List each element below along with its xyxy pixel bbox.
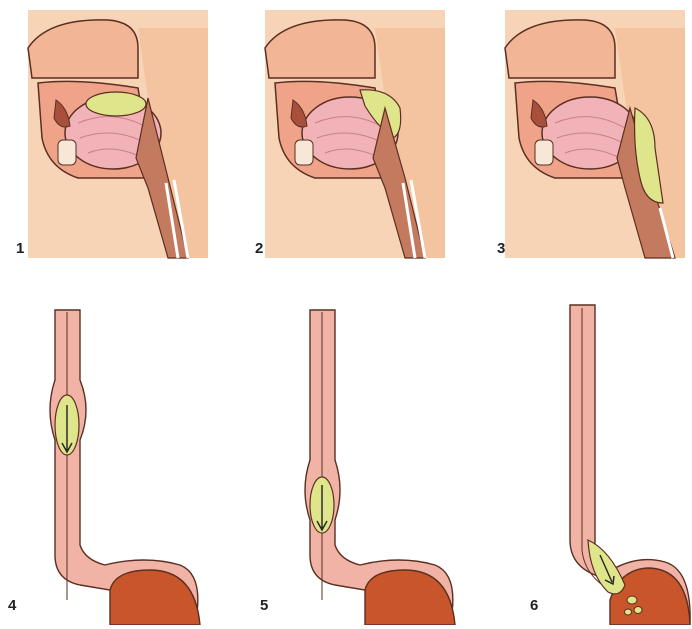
head-cross-section-3 [495, 8, 692, 270]
head-cross-section-1 [18, 8, 218, 270]
panel-3: 3 [495, 8, 692, 270]
panel-label-1: 1 [16, 240, 24, 257]
panel-1: 1 [18, 8, 218, 270]
panel-label-5: 5 [260, 597, 268, 614]
esophagus-6 [500, 300, 692, 625]
panel-2: 2 [255, 8, 455, 270]
food-particle [625, 609, 632, 615]
food-particle [627, 596, 637, 604]
panel-label-4: 4 [8, 597, 16, 614]
panel-label-3: 3 [497, 240, 505, 257]
panel-6: 6 [500, 300, 692, 625]
bolus [86, 92, 146, 116]
panel-label-2: 2 [255, 240, 263, 257]
food-particle [634, 607, 642, 614]
panel-4: 4 [10, 300, 220, 625]
panel-5: 5 [255, 300, 465, 625]
panel-label-6: 6 [530, 597, 538, 614]
esophagus-5 [255, 300, 465, 625]
head-cross-section-2 [255, 8, 455, 270]
esophagus-4 [10, 300, 220, 625]
